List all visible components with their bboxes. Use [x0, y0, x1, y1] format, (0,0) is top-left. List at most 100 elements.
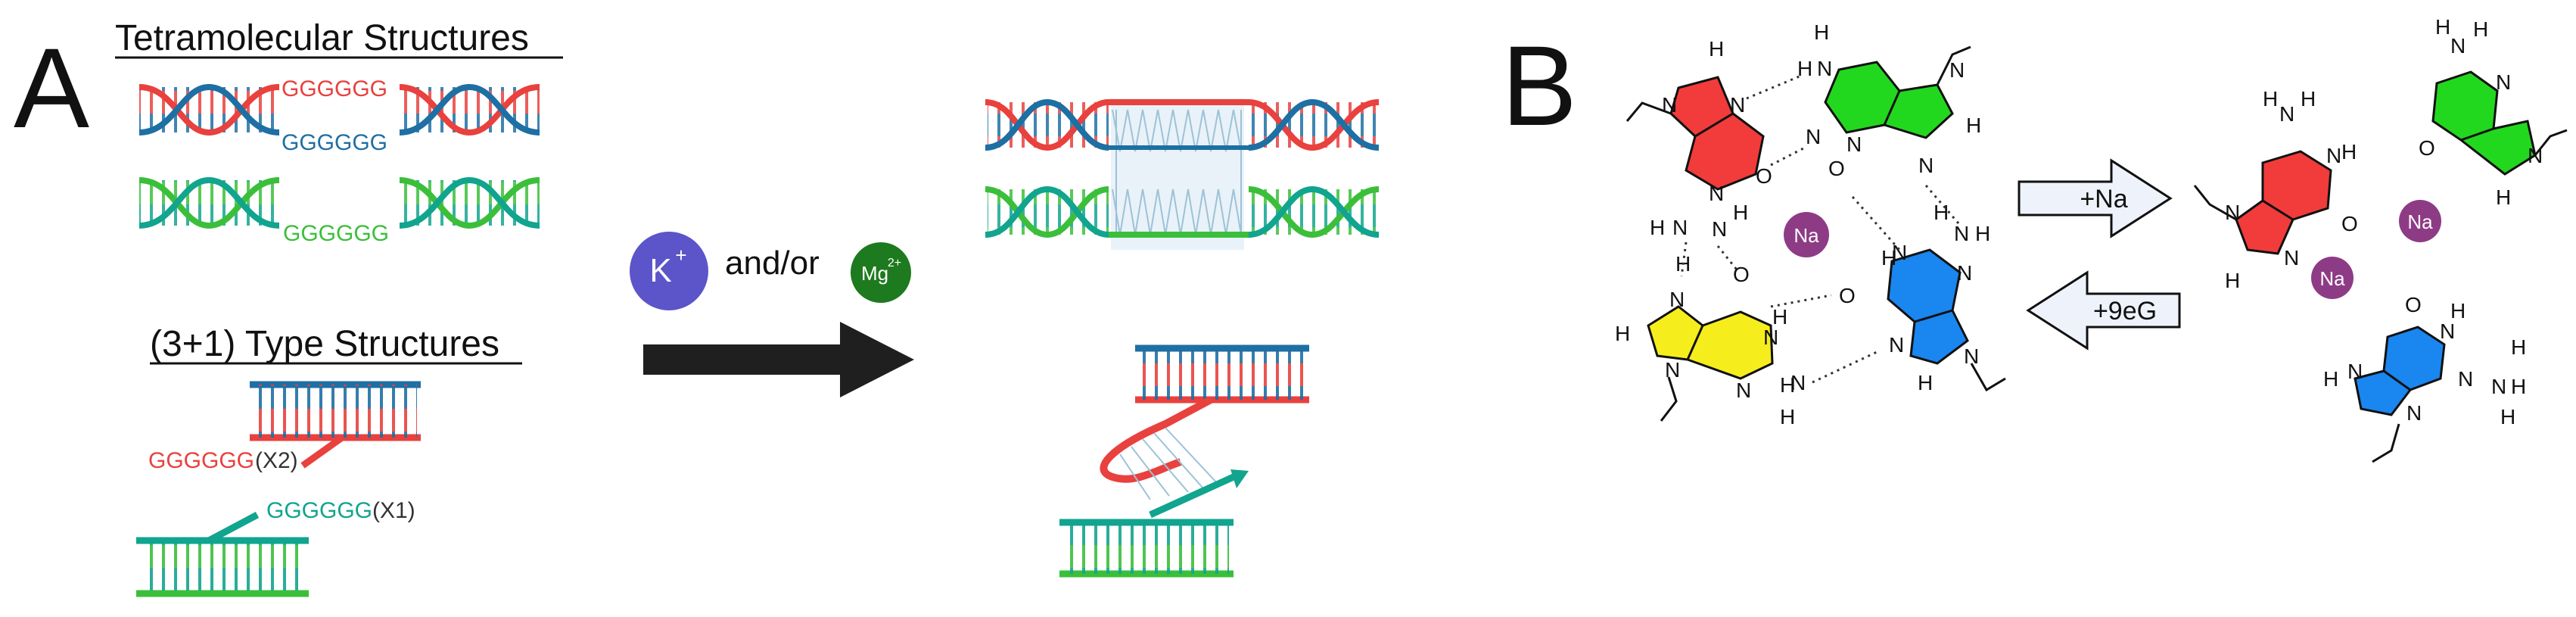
- atom-o: O: [1839, 284, 1856, 307]
- atom-h: H: [2473, 17, 2488, 41]
- atom-o: O: [2341, 212, 2358, 235]
- na-ion-free-1-label: Na: [2407, 210, 2433, 233]
- atom-n: N: [2347, 360, 2363, 383]
- three-plus-one-heading: (3+1) Type Structures: [150, 324, 499, 364]
- na-ion-tetrad: Na: [1784, 212, 1829, 257]
- atom-n: N: [1712, 217, 1727, 241]
- atom-h: H: [1709, 37, 1724, 61]
- atom-h: H: [1780, 405, 1795, 428]
- atom-n: N: [2458, 367, 2473, 391]
- atom-h: H: [1772, 305, 1787, 329]
- mult-x1-label: (X1): [372, 498, 415, 523]
- k-ion-charge: +: [675, 244, 686, 266]
- and-or-text: and/or: [725, 245, 820, 282]
- atom-n: N: [1817, 57, 1832, 80]
- atom-n: N: [2284, 246, 2299, 270]
- hairpin-teal-green: [136, 512, 309, 597]
- seq-blue-label: GGGGGG: [282, 130, 387, 155]
- forward-arrow: +Na: [2018, 158, 2173, 238]
- atom-n: N: [1806, 125, 1821, 148]
- na-ion-free-1: Na: [2399, 200, 2441, 242]
- atom-n: N: [1918, 154, 1934, 177]
- seq-green-label: GGGGGG: [283, 221, 389, 246]
- atom-o: O: [2405, 293, 2422, 316]
- tetramolecular-heading: Tetramolecular Structures: [115, 18, 529, 58]
- atom-n: N: [1669, 288, 1685, 311]
- hairpin-red-blue: [250, 381, 421, 469]
- atom-n: N: [1763, 326, 1778, 349]
- atom-n: N: [1672, 216, 1688, 239]
- three-plus-one-quadruplex: [1059, 344, 1309, 578]
- green-teal-helix-left: [138, 176, 280, 229]
- atom-n: N: [2491, 375, 2506, 398]
- hydrogen-bonds: [1680, 74, 1960, 384]
- atom-h: H: [2496, 185, 2511, 209]
- atom-h: H: [2511, 375, 2526, 398]
- seq-red-label: GGGGGG: [282, 76, 387, 101]
- tetramolecular-quadruplex: [985, 98, 1380, 250]
- panel-a-letter: A: [14, 24, 89, 151]
- atom-n: N: [2496, 70, 2511, 94]
- atom-n: N: [1736, 379, 1751, 402]
- reverse-arrow-label: +9eG: [2093, 297, 2157, 326]
- atom-n: N: [1846, 132, 1862, 156]
- atom-h: H: [1650, 216, 1665, 239]
- atom-h: H: [2450, 299, 2466, 323]
- atom-n: N: [1790, 371, 1806, 394]
- k-ion-symbol: K: [649, 252, 671, 289]
- atom-n: N: [1949, 58, 1965, 82]
- atom-h: H: [1797, 57, 1812, 80]
- atom-o: O: [1756, 164, 1772, 188]
- atom-n: N: [1957, 261, 1972, 285]
- guanine-blue-tetrad: H N H N H N O N H N: [1839, 201, 2006, 394]
- guanine-green-tetrad: H H N N N O N H N: [1797, 20, 1981, 180]
- forward-arrow-label: +Na: [2080, 185, 2127, 213]
- atom-n: N: [2440, 319, 2455, 343]
- atom-n: N: [1665, 358, 1680, 382]
- mult-x2-label: (X2): [255, 448, 298, 473]
- atom-n: N: [2450, 34, 2466, 58]
- k-ion: K +: [630, 232, 708, 310]
- atom-h: H: [1615, 322, 1630, 345]
- atom-h: H: [2225, 269, 2240, 292]
- atom-h: H: [1881, 246, 1896, 270]
- guanine-red-tetrad: H N N O N H N N H: [1626, 37, 1772, 241]
- atom-o: O: [2419, 136, 2435, 160]
- atom-h: H: [1814, 20, 1829, 44]
- na-ion-free-2-label: Na: [2319, 267, 2345, 290]
- atom-h: H: [2323, 367, 2338, 391]
- mg-ion: Mg 2+: [851, 242, 911, 303]
- atom-h: H: [1918, 371, 1933, 394]
- atom-n: N: [2326, 144, 2341, 167]
- atom-n: N: [1709, 182, 1724, 205]
- atom-n: N: [2225, 201, 2240, 224]
- guanine-green-free: H N H O N N H: [2419, 15, 2568, 209]
- atom-n: N: [1964, 344, 1979, 368]
- na-ion-tetrad-label: Na: [1794, 224, 1819, 247]
- atom-o: O: [1733, 263, 1750, 286]
- reverse-arrow: +9eG: [2026, 270, 2181, 351]
- atom-h: H: [2500, 405, 2515, 428]
- reaction-arrow: [643, 322, 914, 397]
- atom-n: N: [1889, 333, 1904, 357]
- atom-h: H: [1733, 201, 1748, 224]
- atom-h: H: [2341, 140, 2357, 164]
- atom-h: H: [1934, 201, 1949, 224]
- atom-h: H: [2263, 87, 2278, 111]
- seq-x2-label: GGGGGG: [148, 448, 254, 473]
- atom-h: H: [2435, 15, 2450, 39]
- atom-h: H: [1780, 373, 1795, 397]
- seq-x1-label: GGGGGG: [266, 498, 372, 523]
- atom-n: N: [1954, 222, 1969, 245]
- guanine-yellow-tetrad: H N O H N H N N H N H: [1615, 252, 1806, 428]
- na-ion-free-2: Na: [2311, 257, 2354, 299]
- atom-o: O: [1828, 157, 1845, 180]
- atom-h: H: [1966, 114, 1981, 137]
- atom-h: H: [1975, 222, 1990, 245]
- atom-n: N: [1892, 241, 1907, 264]
- red-blue-helix-left: [138, 83, 280, 136]
- atom-h: H: [2511, 335, 2526, 359]
- atom-n: N: [1730, 93, 1745, 117]
- green-teal-helix-right: [399, 176, 540, 229]
